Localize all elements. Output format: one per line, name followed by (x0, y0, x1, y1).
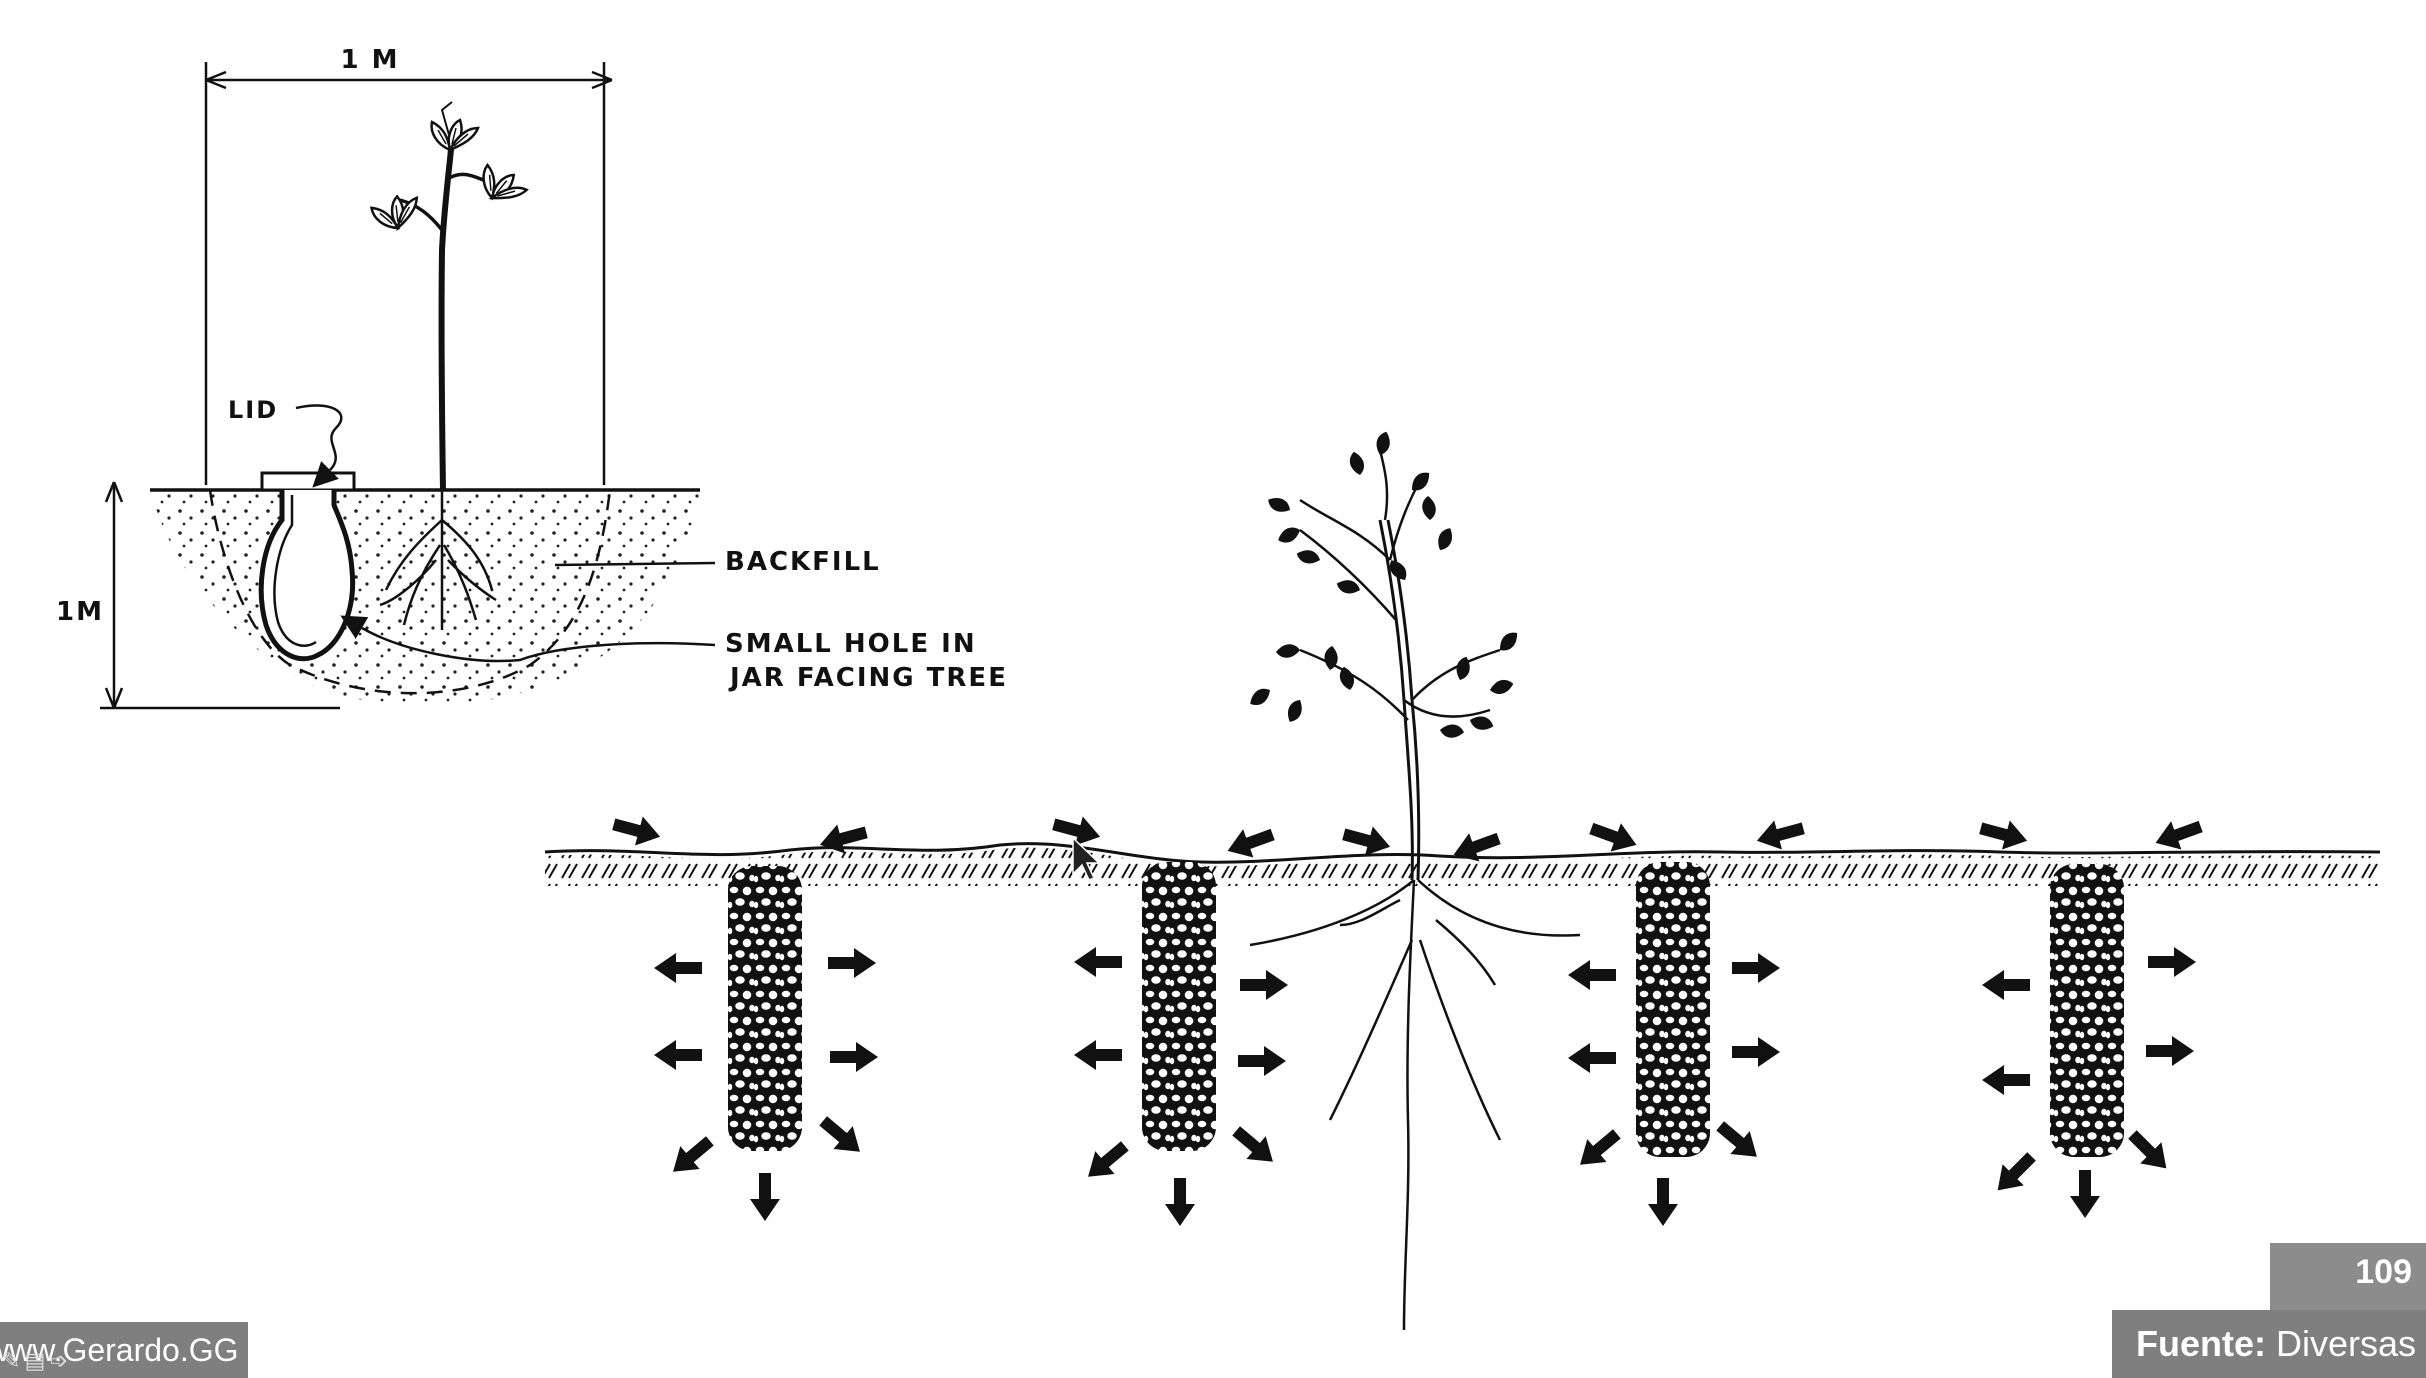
lid-label: LID (228, 396, 278, 424)
gravel-column (2050, 864, 2124, 1157)
slides-icon[interactable]: ▤ (24, 1348, 46, 1374)
hole-label-line2: JAR FACING TREE (728, 663, 1008, 693)
slideshow-nav: ✎ ▤ ➩ (0, 1348, 70, 1378)
slide-number-box: 109 (2270, 1243, 2426, 1310)
width-label: 1 M (340, 45, 399, 75)
gravel-column (1636, 862, 1710, 1157)
source-value: Diversas (2266, 1323, 2416, 1364)
slide-number: 109 (2355, 1253, 2412, 1292)
next-icon[interactable]: ➩ (48, 1348, 70, 1374)
depth-label: 1M (56, 597, 104, 627)
jar-hole (351, 621, 359, 629)
backfill-label: BACKFILL (725, 547, 881, 577)
seepage-arrows (654, 947, 2196, 1226)
pen-icon[interactable]: ✎ (0, 1348, 22, 1374)
gravel-column (1142, 862, 1216, 1151)
source-caption: Fuente: Diversas (2112, 1310, 2426, 1378)
hole-label-line1: SMALL HOLE IN (725, 629, 977, 659)
source-key: Fuente: (2136, 1323, 2266, 1364)
gravel-column (728, 866, 802, 1151)
backfill-soil (150, 490, 700, 705)
jar-irrigation-diagram: 1 M 1M LID BACKFILL SMALL HOLE IN JAR FA… (56, 45, 1008, 708)
jar-lid (262, 473, 354, 490)
